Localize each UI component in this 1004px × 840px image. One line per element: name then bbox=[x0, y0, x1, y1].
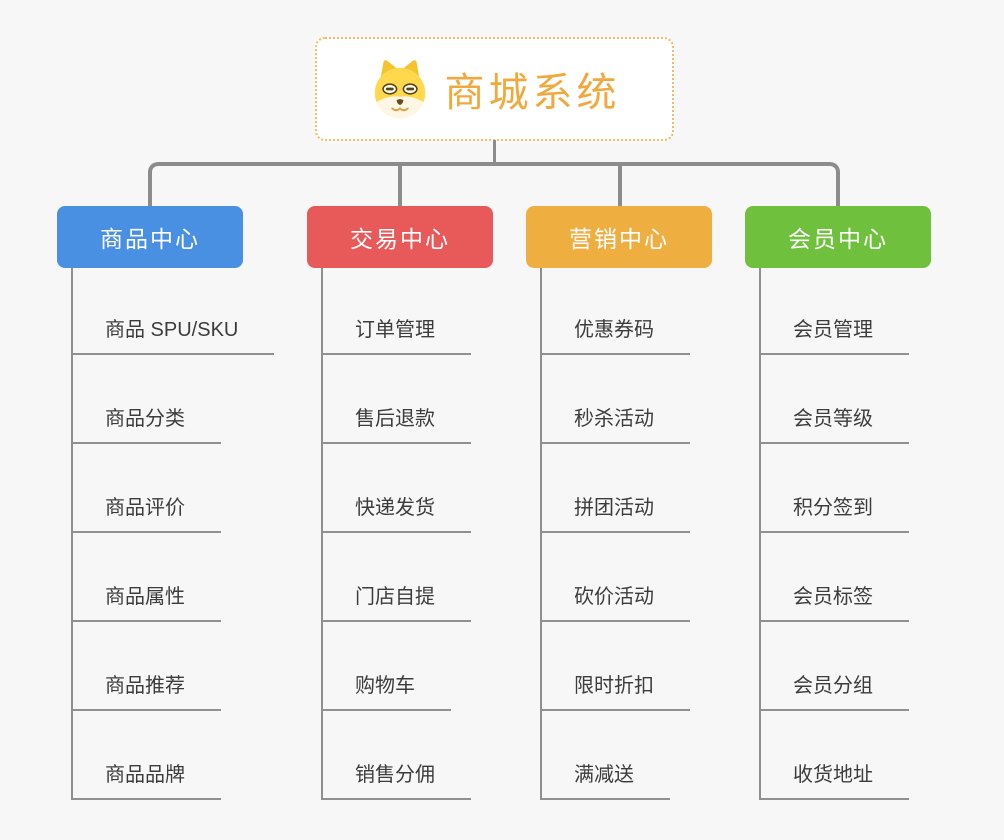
leaf-node[interactable]: 秒杀活动 bbox=[540, 405, 690, 444]
leaf-node[interactable]: 商品评价 bbox=[71, 494, 221, 533]
leaf-node[interactable]: 购物车 bbox=[321, 672, 451, 711]
branch-header-marketing[interactable]: 营销中心 bbox=[526, 206, 712, 268]
branch-trunk-line bbox=[71, 268, 73, 800]
branch-trunk-line bbox=[759, 268, 761, 800]
doge-icon bbox=[369, 58, 431, 120]
branch-trunk-line bbox=[540, 268, 542, 800]
branch-header-product[interactable]: 商品中心 bbox=[57, 206, 243, 268]
branch-header-member[interactable]: 会员中心 bbox=[745, 206, 931, 268]
leaf-node[interactable]: 收货地址 bbox=[759, 761, 909, 800]
branch-items: 订单管理 售后退款 快递发货 门店自提 购物车 销售分佣 bbox=[307, 268, 559, 800]
connector-drop-trade bbox=[398, 162, 402, 206]
leaf-node[interactable]: 积分签到 bbox=[759, 494, 909, 533]
connector-drop-marketing bbox=[618, 162, 622, 206]
connector-root-stub bbox=[493, 140, 496, 165]
leaf-node[interactable]: 会员标签 bbox=[759, 583, 909, 622]
leaf-node[interactable]: 商品属性 bbox=[71, 583, 221, 622]
connector-bracket bbox=[148, 162, 840, 206]
leaf-node[interactable]: 满减送 bbox=[540, 761, 670, 800]
branch-header-trade[interactable]: 交易中心 bbox=[307, 206, 493, 268]
branch-items: 会员管理 会员等级 积分签到 会员标签 会员分组 收货地址 bbox=[745, 268, 997, 800]
leaf-node[interactable]: 门店自提 bbox=[321, 583, 471, 622]
leaf-node[interactable]: 商品品牌 bbox=[71, 761, 221, 800]
branch-items: 优惠券码 秒杀活动 拼团活动 砍价活动 限时折扣 满减送 bbox=[526, 268, 778, 800]
leaf-node[interactable]: 商品 SPU/SKU bbox=[71, 316, 275, 355]
branch-column-marketing: 营销中心 优惠券码 秒杀活动 拼团活动 砍价活动 限时折扣 满减送 bbox=[526, 206, 778, 800]
leaf-node[interactable]: 商品分类 bbox=[71, 405, 221, 444]
branch-column-member: 会员中心 会员管理 会员等级 积分签到 会员标签 会员分组 收货地址 bbox=[745, 206, 997, 800]
leaf-node[interactable]: 会员等级 bbox=[759, 405, 909, 444]
branch-column-trade: 交易中心 订单管理 售后退款 快递发货 门店自提 购物车 销售分佣 bbox=[307, 206, 559, 800]
branch-column-product: 商品中心 商品 SPU/SKU 商品分类 商品评价 商品属性 商品推荐 商品品牌 bbox=[57, 206, 309, 800]
leaf-node[interactable]: 砍价活动 bbox=[540, 583, 690, 622]
branch-trunk-line bbox=[321, 268, 323, 800]
leaf-node[interactable]: 会员分组 bbox=[759, 672, 909, 711]
root-title: 商城系统 bbox=[444, 71, 621, 115]
leaf-node[interactable]: 限时折扣 bbox=[540, 672, 690, 711]
leaf-node[interactable]: 拼团活动 bbox=[540, 494, 690, 533]
leaf-node[interactable]: 会员管理 bbox=[759, 316, 909, 355]
leaf-node[interactable]: 快递发货 bbox=[321, 494, 471, 533]
leaf-node[interactable]: 订单管理 bbox=[321, 316, 471, 355]
branch-items: 商品 SPU/SKU 商品分类 商品评价 商品属性 商品推荐 商品品牌 bbox=[57, 268, 309, 800]
leaf-node[interactable]: 销售分佣 bbox=[321, 761, 471, 800]
leaf-node[interactable]: 优惠券码 bbox=[540, 316, 690, 355]
root-node[interactable]: 商城系统 bbox=[315, 37, 674, 141]
leaf-node[interactable]: 商品推荐 bbox=[71, 672, 221, 711]
leaf-node[interactable]: 售后退款 bbox=[321, 405, 471, 444]
